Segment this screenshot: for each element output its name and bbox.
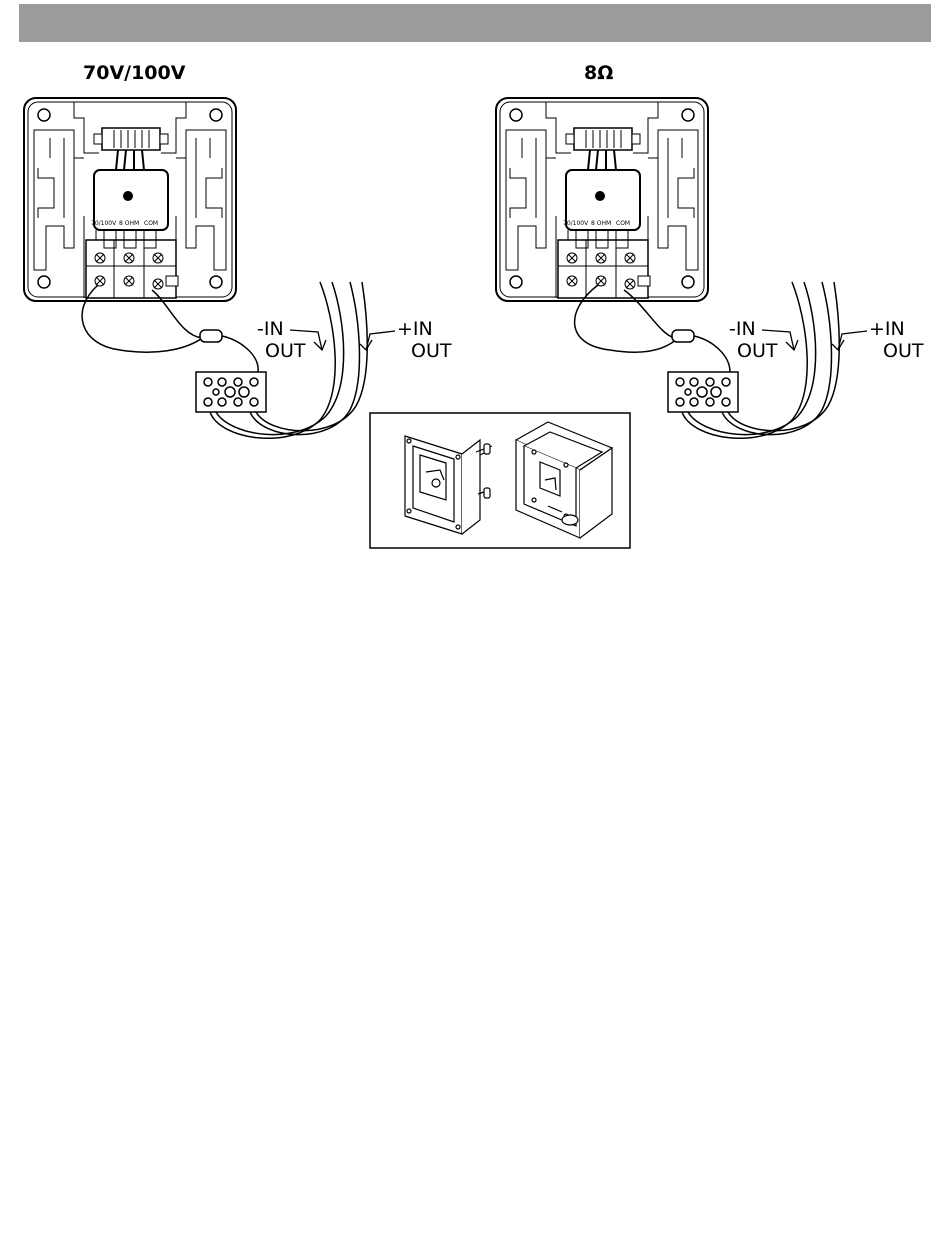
terminal-label-70-100v: 70/100V xyxy=(563,220,589,227)
mounting-box-inset xyxy=(370,413,630,548)
terminal-label-8-ohm: 8 OHM xyxy=(591,220,611,227)
label-out-right-1: OUT xyxy=(737,341,777,361)
label-neg-in-left: -IN xyxy=(257,319,284,339)
label-out-left-2: OUT xyxy=(411,341,451,361)
speaker-back-left: 70/100V 8 OHM COM xyxy=(24,98,236,301)
terminal-label-com: COM xyxy=(616,220,630,227)
label-out-right-2: OUT xyxy=(883,341,923,361)
label-pos-in-left: +IN xyxy=(397,319,433,339)
label-out-left-1: OUT xyxy=(265,341,305,361)
wiring-left xyxy=(82,282,367,438)
terminal-label-com: COM xyxy=(144,220,158,227)
label-pos-in-right: +IN xyxy=(869,319,905,339)
label-neg-in-right: -IN xyxy=(729,319,756,339)
terminal-label-8-ohm: 8 OHM xyxy=(119,220,139,227)
speaker-back-right: 70/100V 8 OHM COM xyxy=(496,98,708,301)
terminal-label-70-100v: 70/100V xyxy=(91,220,117,227)
